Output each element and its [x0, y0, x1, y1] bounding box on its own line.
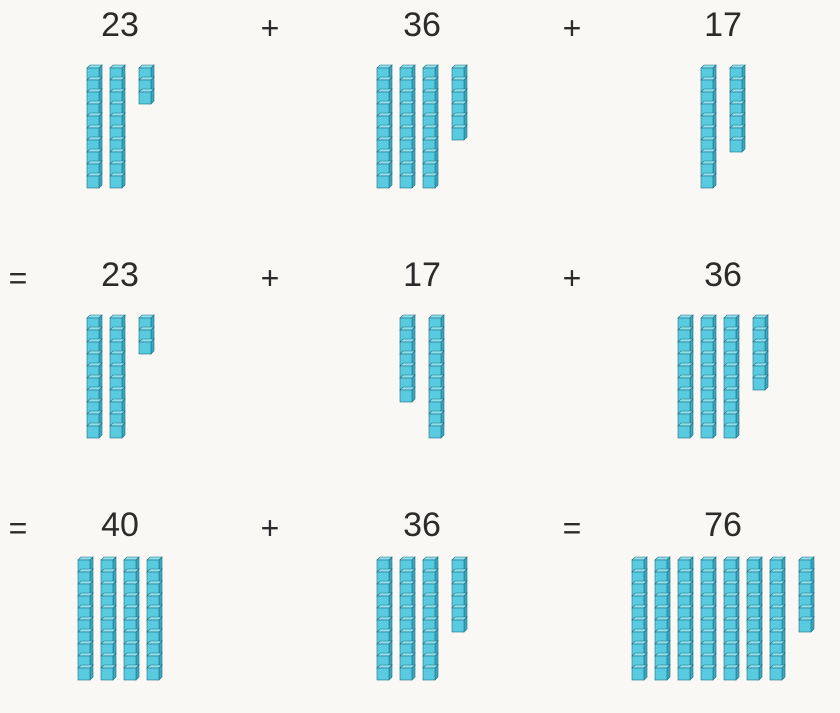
ten-rod: [701, 557, 716, 680]
unit-cube: [110, 423, 125, 438]
number-label: 36: [403, 508, 441, 542]
ten-rod: [110, 65, 125, 188]
unit-cube: [770, 665, 785, 680]
ten-rod: [747, 557, 762, 680]
ten-rod: [632, 557, 647, 680]
number-label: 17: [403, 258, 441, 292]
unit-cube: [678, 665, 693, 680]
unit-cube: [747, 665, 762, 680]
ten-rod: [678, 315, 693, 438]
unit-cube: [110, 173, 125, 188]
unit-cube: [724, 423, 739, 438]
unit-cube: [799, 617, 814, 632]
unit-cube: [701, 173, 716, 188]
ten-rod: [701, 315, 716, 438]
number-label: 76: [704, 508, 742, 542]
unit-cube: [147, 665, 162, 680]
unit-cube: [701, 665, 716, 680]
ones-column: [753, 315, 768, 390]
unit-cube: [377, 665, 392, 680]
number-label: 23: [101, 8, 139, 42]
ten-rod: [87, 65, 102, 188]
equals-sign: =: [9, 512, 28, 544]
ten-rod: [124, 557, 139, 680]
number-label: 36: [403, 8, 441, 42]
unit-cube: [632, 665, 647, 680]
plus-sign: +: [563, 12, 582, 44]
unit-cube: [701, 423, 716, 438]
ten-rod: [377, 557, 392, 680]
unit-cube: [400, 173, 415, 188]
ones-column: [452, 65, 467, 140]
plus-sign: +: [261, 262, 280, 294]
base-ten-blocks: [377, 556, 471, 682]
unit-cube: [87, 423, 102, 438]
ten-rod: [678, 557, 693, 680]
unit-cube: [139, 89, 154, 104]
ten-rod: [147, 557, 162, 680]
equals-sign: =: [9, 262, 28, 294]
plus-sign: +: [261, 12, 280, 44]
unit-cube: [400, 665, 415, 680]
ten-rod: [87, 315, 102, 438]
unit-cube: [101, 665, 116, 680]
ones-column: [139, 65, 154, 104]
base-ten-blocks: [78, 556, 166, 682]
unit-cube: [452, 125, 467, 140]
ten-rod: [655, 557, 670, 680]
base-ten-blocks: [678, 314, 772, 440]
ten-rod: [770, 557, 785, 680]
ten-rod: [423, 65, 438, 188]
ones-column: [400, 315, 415, 402]
ten-rod: [724, 557, 739, 680]
unit-cube: [429, 423, 444, 438]
equals-sign: =: [563, 512, 582, 544]
unit-cube: [87, 173, 102, 188]
ten-rod: [400, 65, 415, 188]
plus-sign: +: [563, 262, 582, 294]
ten-rod: [377, 65, 392, 188]
unit-cube: [78, 665, 93, 680]
number-label: 36: [704, 258, 742, 292]
unit-cube: [724, 665, 739, 680]
ten-rod: [724, 315, 739, 438]
unit-cube: [655, 665, 670, 680]
unit-cube: [377, 173, 392, 188]
unit-cube: [423, 665, 438, 680]
base-ten-blocks: [87, 314, 158, 440]
unit-cube: [400, 387, 415, 402]
base-ten-blocks: [701, 64, 749, 190]
number-label: 23: [101, 258, 139, 292]
ones-column: [799, 557, 814, 632]
ones-column: [139, 315, 154, 354]
unit-cube: [452, 617, 467, 632]
base-ten-blocks: [87, 64, 158, 190]
ones-column: [452, 557, 467, 632]
unit-cube: [124, 665, 139, 680]
base-ten-blocks: [377, 64, 471, 190]
unit-cube: [423, 173, 438, 188]
base-ten-blocks: [400, 314, 448, 440]
plus-sign: +: [261, 512, 280, 544]
number-label: 40: [101, 508, 139, 542]
ten-rod: [429, 315, 444, 438]
unit-cube: [753, 375, 768, 390]
unit-cube: [139, 339, 154, 354]
ten-rod: [400, 557, 415, 680]
unit-cube: [730, 137, 745, 152]
ten-rod: [423, 557, 438, 680]
ten-rod: [78, 557, 93, 680]
ten-rod: [101, 557, 116, 680]
ones-column: [730, 65, 745, 152]
number-label: 17: [704, 8, 742, 42]
base-ten-blocks: [632, 556, 818, 682]
ten-rod: [110, 315, 125, 438]
unit-cube: [678, 423, 693, 438]
ten-rod: [701, 65, 716, 188]
